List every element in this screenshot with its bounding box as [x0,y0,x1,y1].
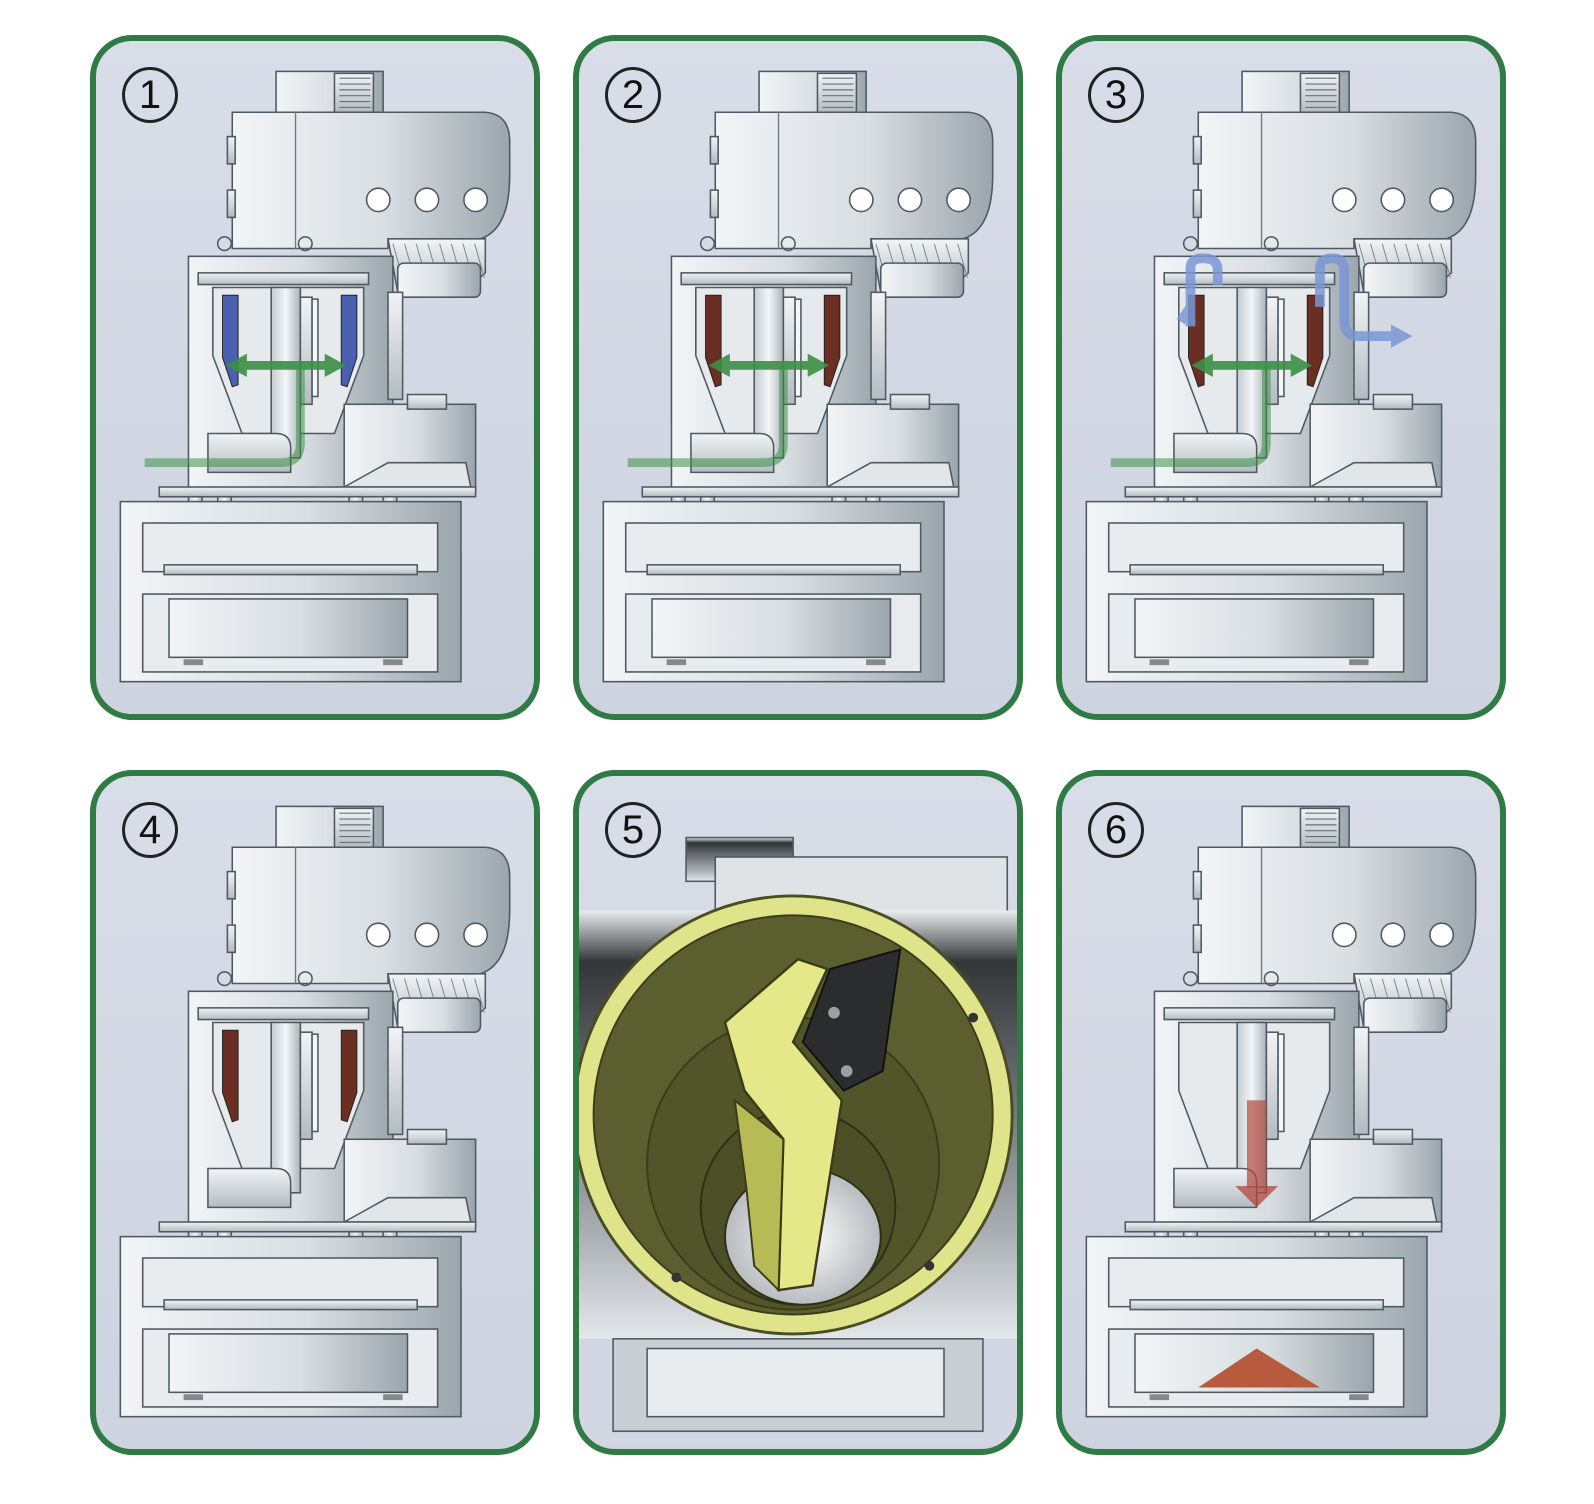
collection-drawer [168,598,409,659]
blue-discharge-flow [1176,253,1413,348]
indicator-light [365,922,391,948]
indicator-light [946,187,972,213]
indicator-light [414,187,440,213]
indicator-light [1380,187,1406,213]
upper-housing [1197,111,1477,250]
collection-drawer [1134,598,1375,659]
step-number-1: 1 [122,67,178,123]
base-plate [641,486,960,498]
upper-housing [1197,846,1477,985]
indicator-light [897,187,923,213]
upper-housing [231,846,511,985]
base-plate [158,1221,477,1233]
machine-drawing-1 [119,70,511,683]
indicator-light [463,187,489,213]
green-feed-flow [144,353,347,468]
indicator-light [1331,922,1357,948]
indicator-light [1331,187,1357,213]
green-feed-flow [627,353,830,468]
step-panel-3: 3 [1056,35,1506,720]
upper-housing [231,111,511,250]
machine-drawing-3 [1085,70,1477,683]
scraper-blade [723,957,844,1292]
discharged-solids-pile [1198,1348,1320,1388]
step-number-5: 5 [605,802,661,858]
scraper-drawing-5 [579,836,1017,1446]
step-number-4: 4 [122,802,178,858]
machine-drawing-2 [602,70,994,683]
solid-cake-right [823,294,841,388]
collection-drawer [651,598,892,659]
base-plate [1124,1221,1443,1233]
collection-drawer [168,1333,409,1394]
indicator-light [1380,922,1406,948]
step-panel-5: 5 [573,770,1023,1455]
solid-cake-right [340,294,358,388]
indicator-light [1429,922,1455,948]
upper-housing [714,111,994,250]
indicator-light [463,922,489,948]
scraper-knife [801,948,902,1092]
step-panel-4: 4 [90,770,540,1455]
indicator-light [365,187,391,213]
indicator-light [848,187,874,213]
green-feed-flow [1110,353,1313,468]
base-plate [1124,486,1443,498]
step-number-3: 3 [1088,67,1144,123]
step-panel-1: 1 [90,35,540,720]
indicator-light [414,922,440,948]
step-panel-2: 2 [573,35,1023,720]
machine-drawing-4 [119,805,511,1418]
solid-cake-left [222,1029,239,1123]
step-panel-6: 6 [1056,770,1506,1455]
indicator-light [1429,187,1455,213]
red-discharge-flow [1198,1100,1320,1388]
machine-drawing-6 [1085,805,1477,1418]
solid-cake-right [340,1029,358,1123]
step-number-6: 6 [1088,802,1144,858]
base-plate [158,486,477,498]
step-number-2: 2 [605,67,661,123]
